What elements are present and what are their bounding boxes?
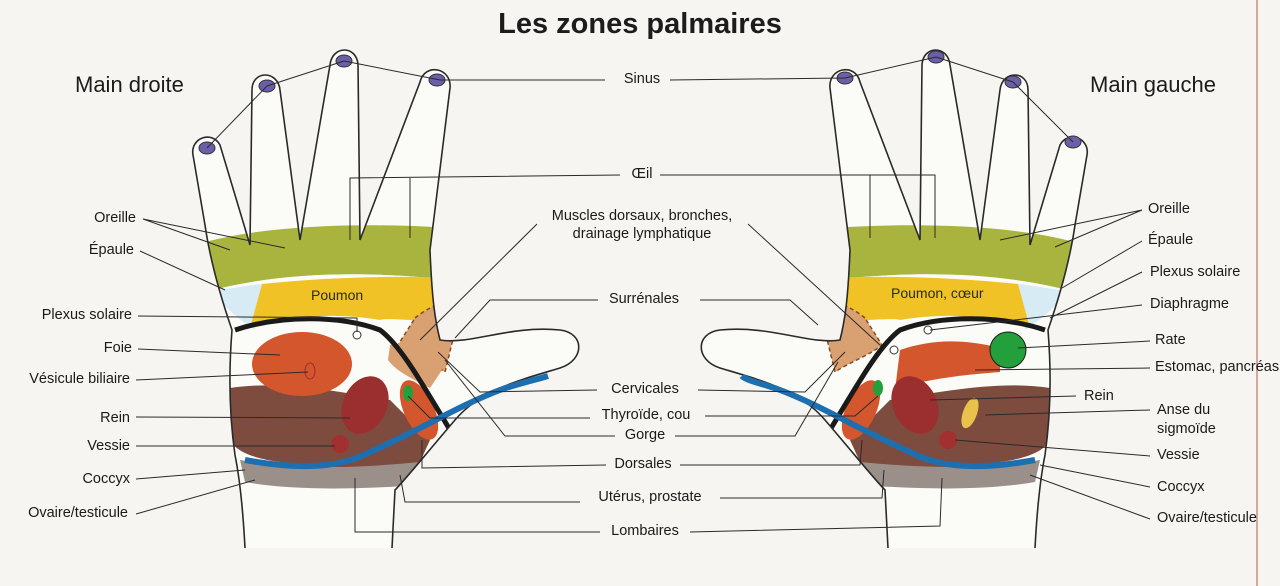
label-oreille-droite: Oreille bbox=[94, 210, 136, 226]
label-ovaire-droite: Ovaire/testicule bbox=[28, 505, 128, 521]
label-surrenales: Surrénales bbox=[608, 291, 680, 307]
label-epaule-gauche: Épaule bbox=[1148, 232, 1194, 248]
label-oreille-gauche: Oreille bbox=[1148, 201, 1190, 217]
label-plexus-droite: Plexus solaire bbox=[41, 307, 132, 323]
label-poumon-coeur: Poumon, cœur bbox=[891, 285, 984, 301]
label-drainage: drainage lymphatique bbox=[572, 226, 712, 242]
label-uterus: Utérus, prostate bbox=[598, 489, 702, 505]
label-plexus-gauche: Plexus solaire bbox=[1150, 264, 1241, 280]
label-foie: Foie bbox=[103, 340, 132, 356]
label-vessie-gauche: Vessie bbox=[1157, 447, 1200, 463]
label-rein-droite: Rein bbox=[100, 410, 130, 426]
label-epaule-droite: Épaule bbox=[88, 242, 134, 258]
label-poumon: Poumon bbox=[311, 287, 364, 303]
label-anse-line2: sigmoïde bbox=[1157, 421, 1216, 437]
label-rate: Rate bbox=[1155, 332, 1186, 348]
label-dorsales: Dorsales bbox=[614, 456, 672, 472]
label-rein-gauche: Rein bbox=[1084, 388, 1114, 404]
label-lombaires: Lombaires bbox=[611, 523, 679, 539]
label-thyroide: Thyroïde, cou bbox=[601, 407, 691, 423]
label-anse-line1: Anse du bbox=[1157, 402, 1211, 418]
label-muscles: Muscles dorsaux, bronches, bbox=[551, 208, 733, 224]
label-diaphragme: Diaphragme bbox=[1150, 296, 1229, 312]
leader-lines bbox=[135, 56, 1151, 533]
label-cervicales: Cervicales bbox=[611, 381, 679, 397]
label-vessie-droite: Vessie bbox=[87, 438, 130, 454]
label-sinus: Sinus bbox=[623, 71, 661, 87]
label-ovaire-gauche: Ovaire/testicule bbox=[1157, 510, 1257, 526]
page-edge bbox=[1256, 0, 1258, 586]
label-vesicule: Vésicule biliaire bbox=[29, 371, 130, 387]
page-title: Les zones palmaires bbox=[498, 8, 782, 40]
label-gorge: Gorge bbox=[624, 427, 666, 443]
right-hand-title: Main droite bbox=[75, 72, 184, 97]
label-oeil: Œil bbox=[631, 166, 653, 182]
left-hand-title: Main gauche bbox=[1090, 72, 1216, 97]
label-coccyx-gauche: Coccyx bbox=[1157, 479, 1205, 495]
label-coccyx-droite: Coccyx bbox=[82, 471, 130, 487]
label-estomac: Estomac, pancréas bbox=[1155, 359, 1280, 375]
